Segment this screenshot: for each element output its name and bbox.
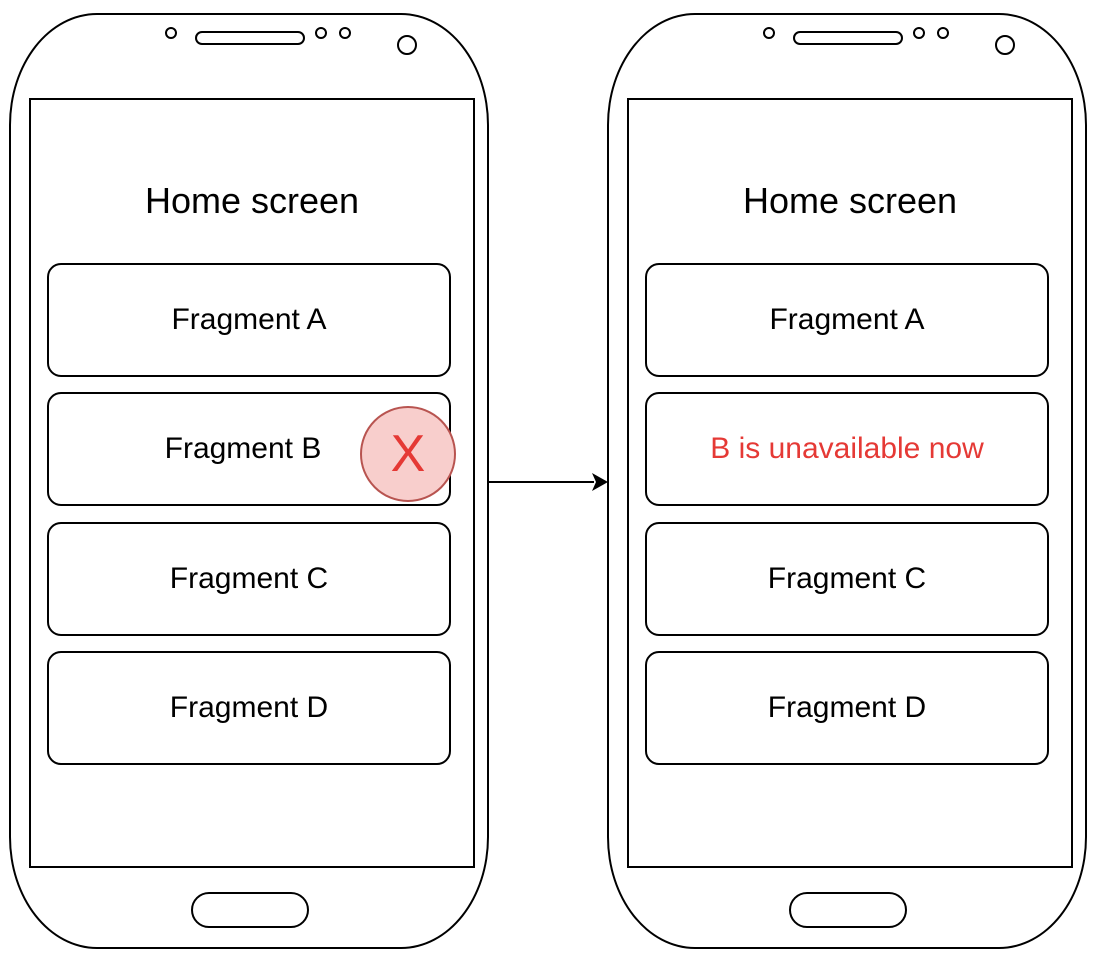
fragment-b-card[interactable]: Fragment B X (47, 392, 456, 506)
phone-screen: Home screen Fragment A Fragment B X Frag… (29, 98, 475, 868)
speaker-grille (195, 31, 305, 45)
sensor-dot (315, 27, 327, 39)
home-button[interactable] (789, 892, 907, 928)
phone-before: Home screen Fragment A Fragment B X Frag… (9, 13, 489, 949)
fragment-a-card[interactable]: Fragment A (645, 263, 1049, 377)
phone-after: Home screen Fragment A B is unavailable … (607, 13, 1087, 949)
arrow-head (592, 473, 608, 491)
fragment-a-card[interactable]: Fragment A (47, 263, 451, 377)
sensor-dot (937, 27, 949, 39)
fragment-c-card[interactable]: Fragment C (645, 522, 1049, 636)
fragment-label: Fragment C (169, 562, 329, 595)
fragment-d-card[interactable]: Fragment D (645, 651, 1049, 765)
fragment-label: Fragment A (171, 303, 327, 336)
error-badge-label: X (390, 425, 426, 483)
fragment-label: Fragment D (767, 691, 927, 724)
home-button[interactable] (191, 892, 309, 928)
sensor-dot (339, 27, 351, 39)
phone-screen: Home screen Fragment A B is unavailable … (627, 98, 1073, 868)
unavailable-message: B is unavailable now (710, 432, 984, 465)
screen-title: Home screen (144, 180, 360, 221)
screen-title: Home screen (742, 180, 958, 221)
fragment-d-card[interactable]: Fragment D (47, 651, 451, 765)
transition-arrow (488, 473, 608, 491)
fragment-label: Fragment D (169, 691, 329, 724)
fragment-label: Fragment C (767, 562, 927, 595)
fragment-label: Fragment A (769, 303, 925, 336)
camera-icon (995, 35, 1015, 55)
fragment-label: Fragment B (164, 432, 322, 465)
fragment-c-card[interactable]: Fragment C (47, 522, 451, 636)
sensor-dot (165, 27, 177, 39)
fragment-b-unavailable-card: B is unavailable now (645, 392, 1049, 506)
speaker-grille (793, 31, 903, 45)
sensor-dot (913, 27, 925, 39)
camera-icon (397, 35, 417, 55)
error-x-icon: X (360, 406, 456, 502)
sensor-dot (763, 27, 775, 39)
